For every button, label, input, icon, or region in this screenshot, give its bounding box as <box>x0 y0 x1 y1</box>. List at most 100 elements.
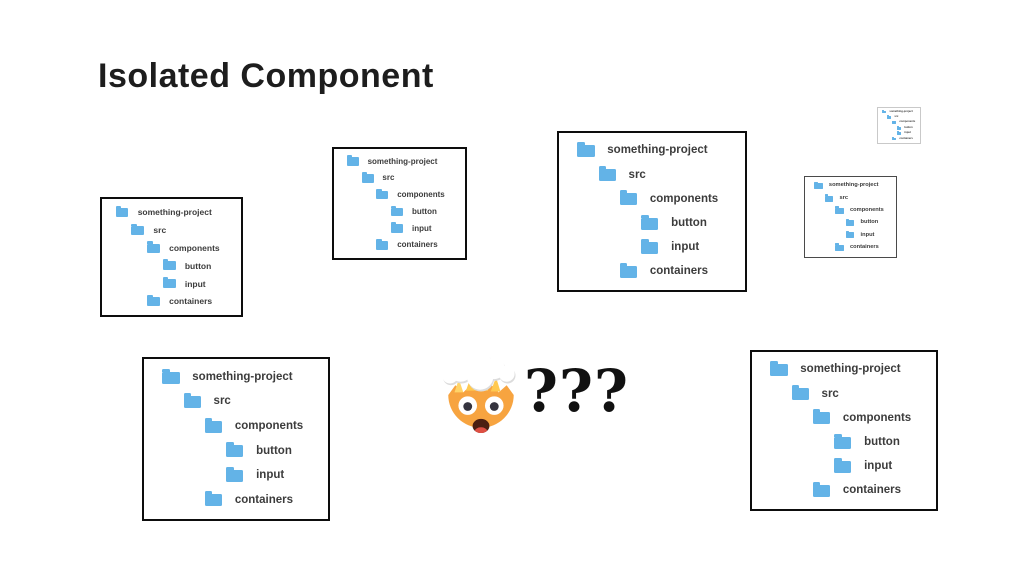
tree-row: button <box>162 442 328 458</box>
tree-row: button <box>116 259 241 271</box>
tree-item-label: button <box>256 444 292 457</box>
folder-icon <box>824 194 834 202</box>
tree-row: containers <box>882 136 920 141</box>
tree-item-label: src <box>153 224 167 235</box>
tree-item-label: input <box>184 278 206 289</box>
tree-row: something-project <box>814 181 896 190</box>
folder-icon <box>887 115 892 119</box>
tree-row: input <box>770 457 936 473</box>
tree-row: button <box>347 205 465 217</box>
tree-row: components <box>347 188 465 200</box>
tree-row: input <box>882 131 920 135</box>
tree-row: src <box>116 223 241 235</box>
tree-item-label: src <box>628 168 646 181</box>
tree-item-label: input <box>671 240 700 253</box>
folder-icon <box>882 109 887 114</box>
folder-icon <box>812 409 831 425</box>
tree-item-label: src <box>821 387 839 400</box>
tree-item-label: button <box>671 216 707 229</box>
folder-icon <box>346 155 359 166</box>
tree-item-label: button <box>904 125 913 129</box>
tree-item-label: components <box>850 207 884 213</box>
tree-item-label: input <box>860 231 875 238</box>
tree-row: src <box>814 194 896 202</box>
folder-icon <box>641 214 659 230</box>
tree-row: something-project <box>770 361 936 377</box>
tree-item-label: input <box>256 469 285 482</box>
tree-item-label: containers <box>850 243 879 250</box>
tree-row: containers <box>162 491 328 507</box>
folder-icon <box>845 218 855 227</box>
folder-icon <box>834 457 852 473</box>
tree-item-label: containers <box>649 265 708 278</box>
tree-item-label: components <box>234 419 304 432</box>
folder-icon <box>226 442 244 458</box>
tree-row: something-project <box>162 368 328 384</box>
tree-item-label: something-project <box>828 182 879 189</box>
tree-item-label: components <box>899 120 916 124</box>
tree-row: input <box>347 222 465 233</box>
tree-row: input <box>577 238 745 254</box>
folder-icon <box>897 131 902 135</box>
tree-item-label: containers <box>899 136 913 140</box>
folder-icon <box>835 243 844 251</box>
tree-item-label: src <box>382 173 395 183</box>
tree-row: components <box>116 241 241 253</box>
tree-row: containers <box>814 243 896 251</box>
folder-icon <box>791 385 809 401</box>
file-tree-box-6: something-project src components button inpu… <box>142 357 330 521</box>
tree-item-label: something-project <box>367 156 438 166</box>
folder-icon <box>812 481 831 497</box>
tree-row: something-project <box>346 155 465 166</box>
tree-item-label: button <box>184 260 212 271</box>
folder-icon <box>147 241 160 253</box>
tree-item-label: containers <box>234 493 293 506</box>
folder-icon <box>183 393 201 409</box>
folder-icon <box>391 205 404 217</box>
tree-item-label: button <box>860 219 879 226</box>
folder-icon <box>814 181 823 190</box>
folder-icon <box>897 126 902 130</box>
folder-icon <box>376 188 389 200</box>
tree-item-label: components <box>842 411 912 424</box>
folder-icon <box>845 230 855 239</box>
folder-icon <box>162 277 176 289</box>
tree-row: button <box>577 214 745 230</box>
folder-icon <box>131 223 145 235</box>
tree-item-label: something-project <box>889 109 913 113</box>
tree-row: button <box>882 125 920 130</box>
tree-row: something-project <box>577 142 745 158</box>
tree-item-label: input <box>411 223 432 233</box>
tree-item-label: components <box>397 190 445 200</box>
tree-item-label: src <box>894 115 899 119</box>
tree-row: input <box>814 230 896 239</box>
folder-icon <box>770 361 788 377</box>
tree-item-label: something-project <box>800 363 901 376</box>
tree-row: input <box>116 277 241 289</box>
tree-item-label: containers <box>397 240 438 250</box>
tree-row: src <box>162 393 328 409</box>
folder-icon <box>577 142 595 158</box>
tree-row: src <box>770 385 936 401</box>
tree-item-label: something-project <box>192 370 293 383</box>
tree-row: input <box>162 466 328 482</box>
folder-icon <box>204 417 223 433</box>
tree-item-label: src <box>839 194 848 201</box>
tree-row: src <box>882 115 920 119</box>
tree-row: components <box>577 190 745 206</box>
tree-item-label: components <box>649 192 719 205</box>
folder-icon <box>361 171 374 183</box>
tree-item-label: input <box>904 131 911 135</box>
tree-row: button <box>814 218 896 227</box>
folder-icon <box>834 433 852 449</box>
tree-item-label: components <box>169 242 220 253</box>
tree-row: something-project <box>115 205 241 217</box>
tree-row: components <box>814 206 896 214</box>
